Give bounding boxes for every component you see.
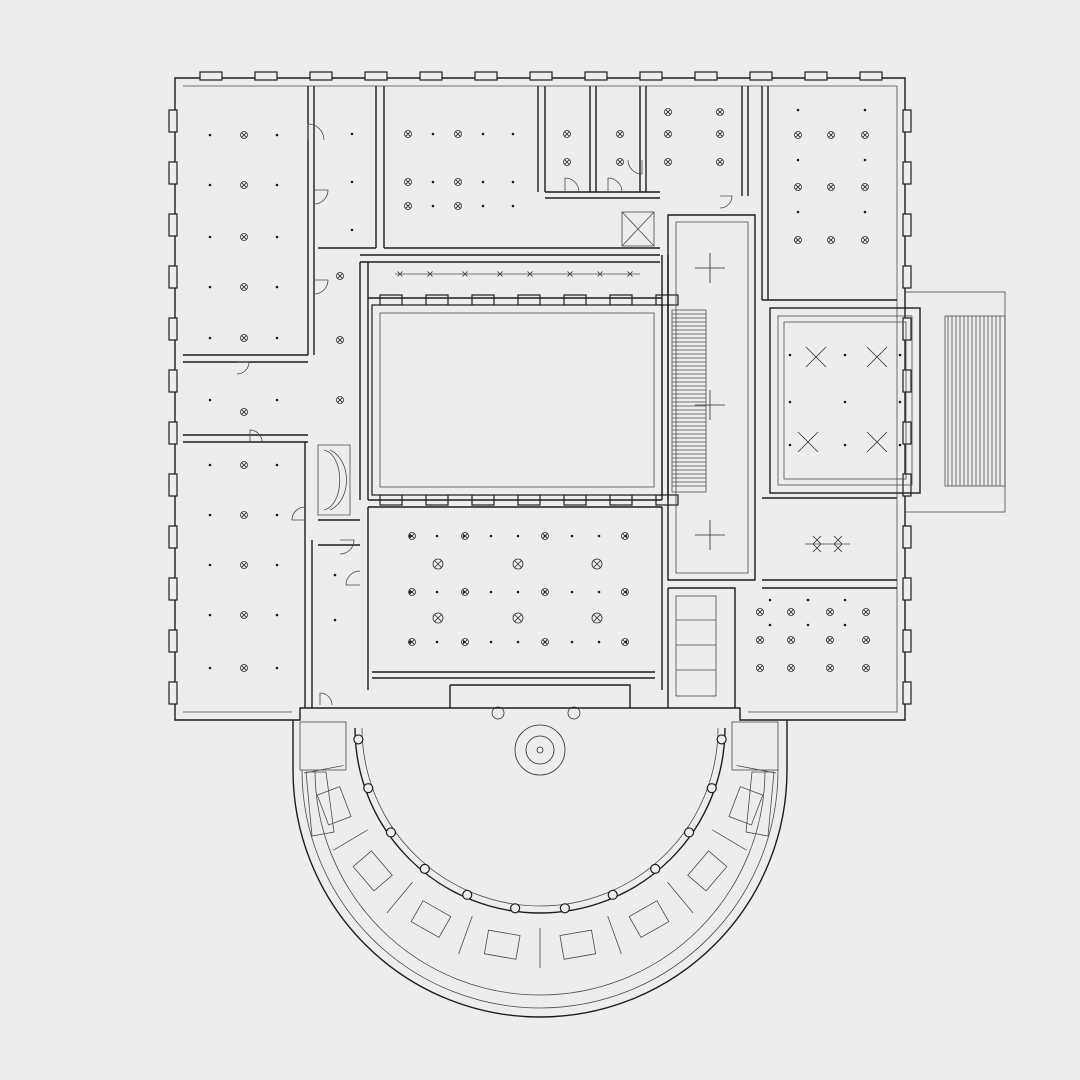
square-hall [769,307,921,494]
spiral-stair [317,444,351,516]
rotunda [292,706,788,1018]
ceiling-fixtures [208,108,902,672]
courtyard [371,304,663,496]
east-entrance-steps [904,291,1006,513]
door-swings [236,123,733,706]
service-core [621,211,717,697]
chandelier [514,724,566,776]
central-stair [671,309,707,493]
interior-walls [183,86,897,708]
